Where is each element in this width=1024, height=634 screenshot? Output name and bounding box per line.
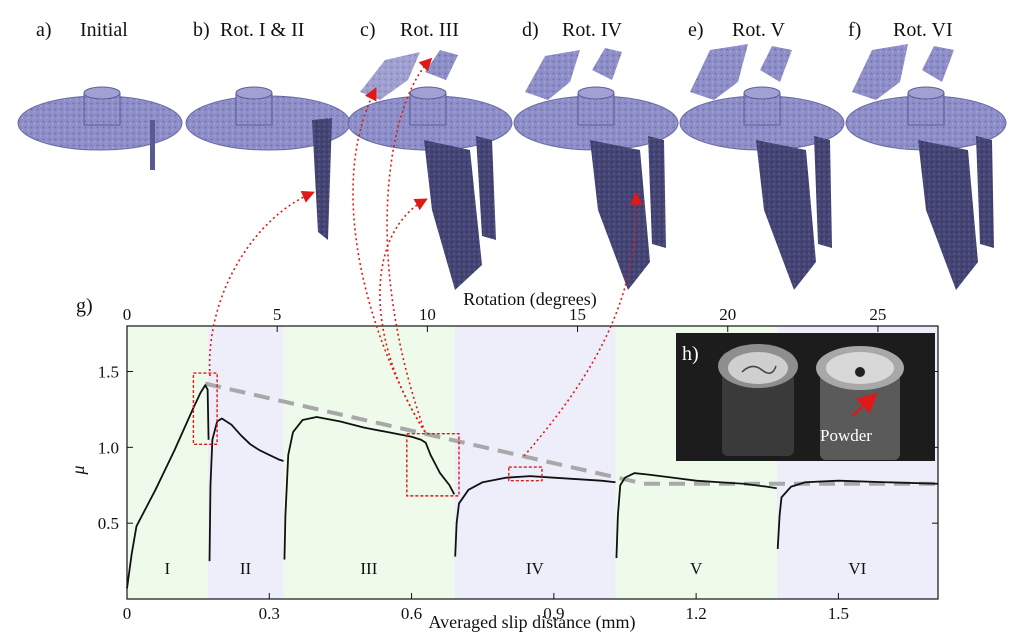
highlight-box-2 xyxy=(406,432,460,497)
x-top-tick-label-5: 25 xyxy=(869,305,886,324)
y-tick-label-2: 1.5 xyxy=(98,363,119,382)
specimen-a-render xyxy=(17,86,183,170)
region-label-3: III xyxy=(360,559,377,578)
inset-arrow xyxy=(851,392,878,417)
region-label-4: IV xyxy=(526,559,545,578)
friction-series-1 xyxy=(126,384,210,589)
x-top-tick-label-0: 0 xyxy=(123,305,132,324)
x-tick-label-0: 0 xyxy=(123,604,132,623)
connector-box2-to-c-mid xyxy=(379,198,428,433)
x-axis-ticks: 0 0.3 0.6 0.9 1.2 1.5 xyxy=(123,593,849,623)
connector-box3-to-d xyxy=(523,191,643,457)
panel-d: d) Rot. IV xyxy=(513,19,679,290)
inset-center-hole xyxy=(855,367,865,377)
specimen-f-render xyxy=(845,44,1007,290)
highlight-boxes xyxy=(192,372,543,497)
region-band-4 xyxy=(454,326,616,599)
highlight-box-1 xyxy=(192,372,218,445)
inset-annotation: Powder xyxy=(820,426,872,445)
top-axis-title: Rotation (degrees) xyxy=(463,289,596,310)
panel-e-title: Rot. V xyxy=(732,19,786,41)
panel-f-title: Rot. VI xyxy=(893,19,953,41)
region-band-2 xyxy=(207,326,284,599)
y-tick-label-1: 1.0 xyxy=(98,438,119,457)
inset-photo: h) Powder xyxy=(676,333,935,461)
panel-f-letter: f) xyxy=(848,19,861,41)
x-top-tick-label-3: 15 xyxy=(569,305,586,324)
x-tick-label-2: 0.6 xyxy=(401,604,422,623)
x-tick-label-4: 1.2 xyxy=(685,604,706,623)
panel-e: e) Rot. V xyxy=(679,19,845,290)
region-label-2: II xyxy=(240,559,252,578)
region-band-1 xyxy=(127,326,208,599)
region-band-3 xyxy=(283,326,455,599)
graph-letter: g) xyxy=(76,295,93,317)
friction-series-6 xyxy=(776,479,939,550)
x-top-axis-ticks: 0 5 10 15 20 25 xyxy=(123,305,886,332)
region-label-6: VI xyxy=(848,559,866,578)
x-tick-label-5: 1.5 xyxy=(828,604,849,623)
x-top-tick-label-2: 10 xyxy=(419,305,436,324)
panel-e-letter: e) xyxy=(688,19,704,41)
panel-d-title: Rot. IV xyxy=(562,19,623,41)
y-tick-label-0: 0.5 xyxy=(98,514,119,533)
y-axis-title: μ xyxy=(68,465,88,475)
panel-c-title: Rot. III xyxy=(400,19,459,41)
specimen-d-render xyxy=(513,48,679,290)
panel-d-letter: d) xyxy=(522,19,539,41)
panel-a: a) Initial xyxy=(17,19,183,170)
region-label-5: V xyxy=(690,559,703,578)
inset-crack xyxy=(741,365,777,374)
connector-box1-to-b xyxy=(208,190,315,377)
connector-arrows xyxy=(208,57,643,457)
panel-b-title: Rot. I & II xyxy=(220,19,304,41)
panel-c-letter: c) xyxy=(360,19,376,41)
panel-b: b) Rot. I & II xyxy=(185,19,351,240)
specimen-b-render xyxy=(185,86,351,240)
plot-frame xyxy=(126,325,939,600)
specimen-e-render xyxy=(679,44,845,290)
panel-f: f) Rot. VI xyxy=(845,19,1007,290)
specimen-c-render xyxy=(347,50,513,290)
friction-series-4 xyxy=(454,475,616,557)
x-top-tick-label-4: 20 xyxy=(719,305,736,324)
panel-a-title: Initial xyxy=(80,19,128,41)
panel-c: c) Rot. III xyxy=(347,19,513,290)
inset-letter: h) xyxy=(682,343,699,365)
x-top-tick-label-1: 5 xyxy=(273,305,282,324)
highlight-box-3 xyxy=(508,466,543,482)
y-axis-ticks: 0.5 1.0 1.5 xyxy=(98,363,938,533)
friction-series-5 xyxy=(615,472,777,559)
x-tick-label-3: 0.9 xyxy=(543,604,564,623)
region-label-1: I xyxy=(164,559,170,578)
panel-b-letter: b) xyxy=(193,19,210,41)
x-tick-label-1: 0.3 xyxy=(259,604,280,623)
series-layer xyxy=(126,384,939,589)
x-axis-title: Averaged slip distance (mm) xyxy=(428,612,635,633)
friction-series-3 xyxy=(283,416,456,560)
panel-a-letter: a) xyxy=(36,19,52,41)
friction-series-2 xyxy=(208,417,284,562)
